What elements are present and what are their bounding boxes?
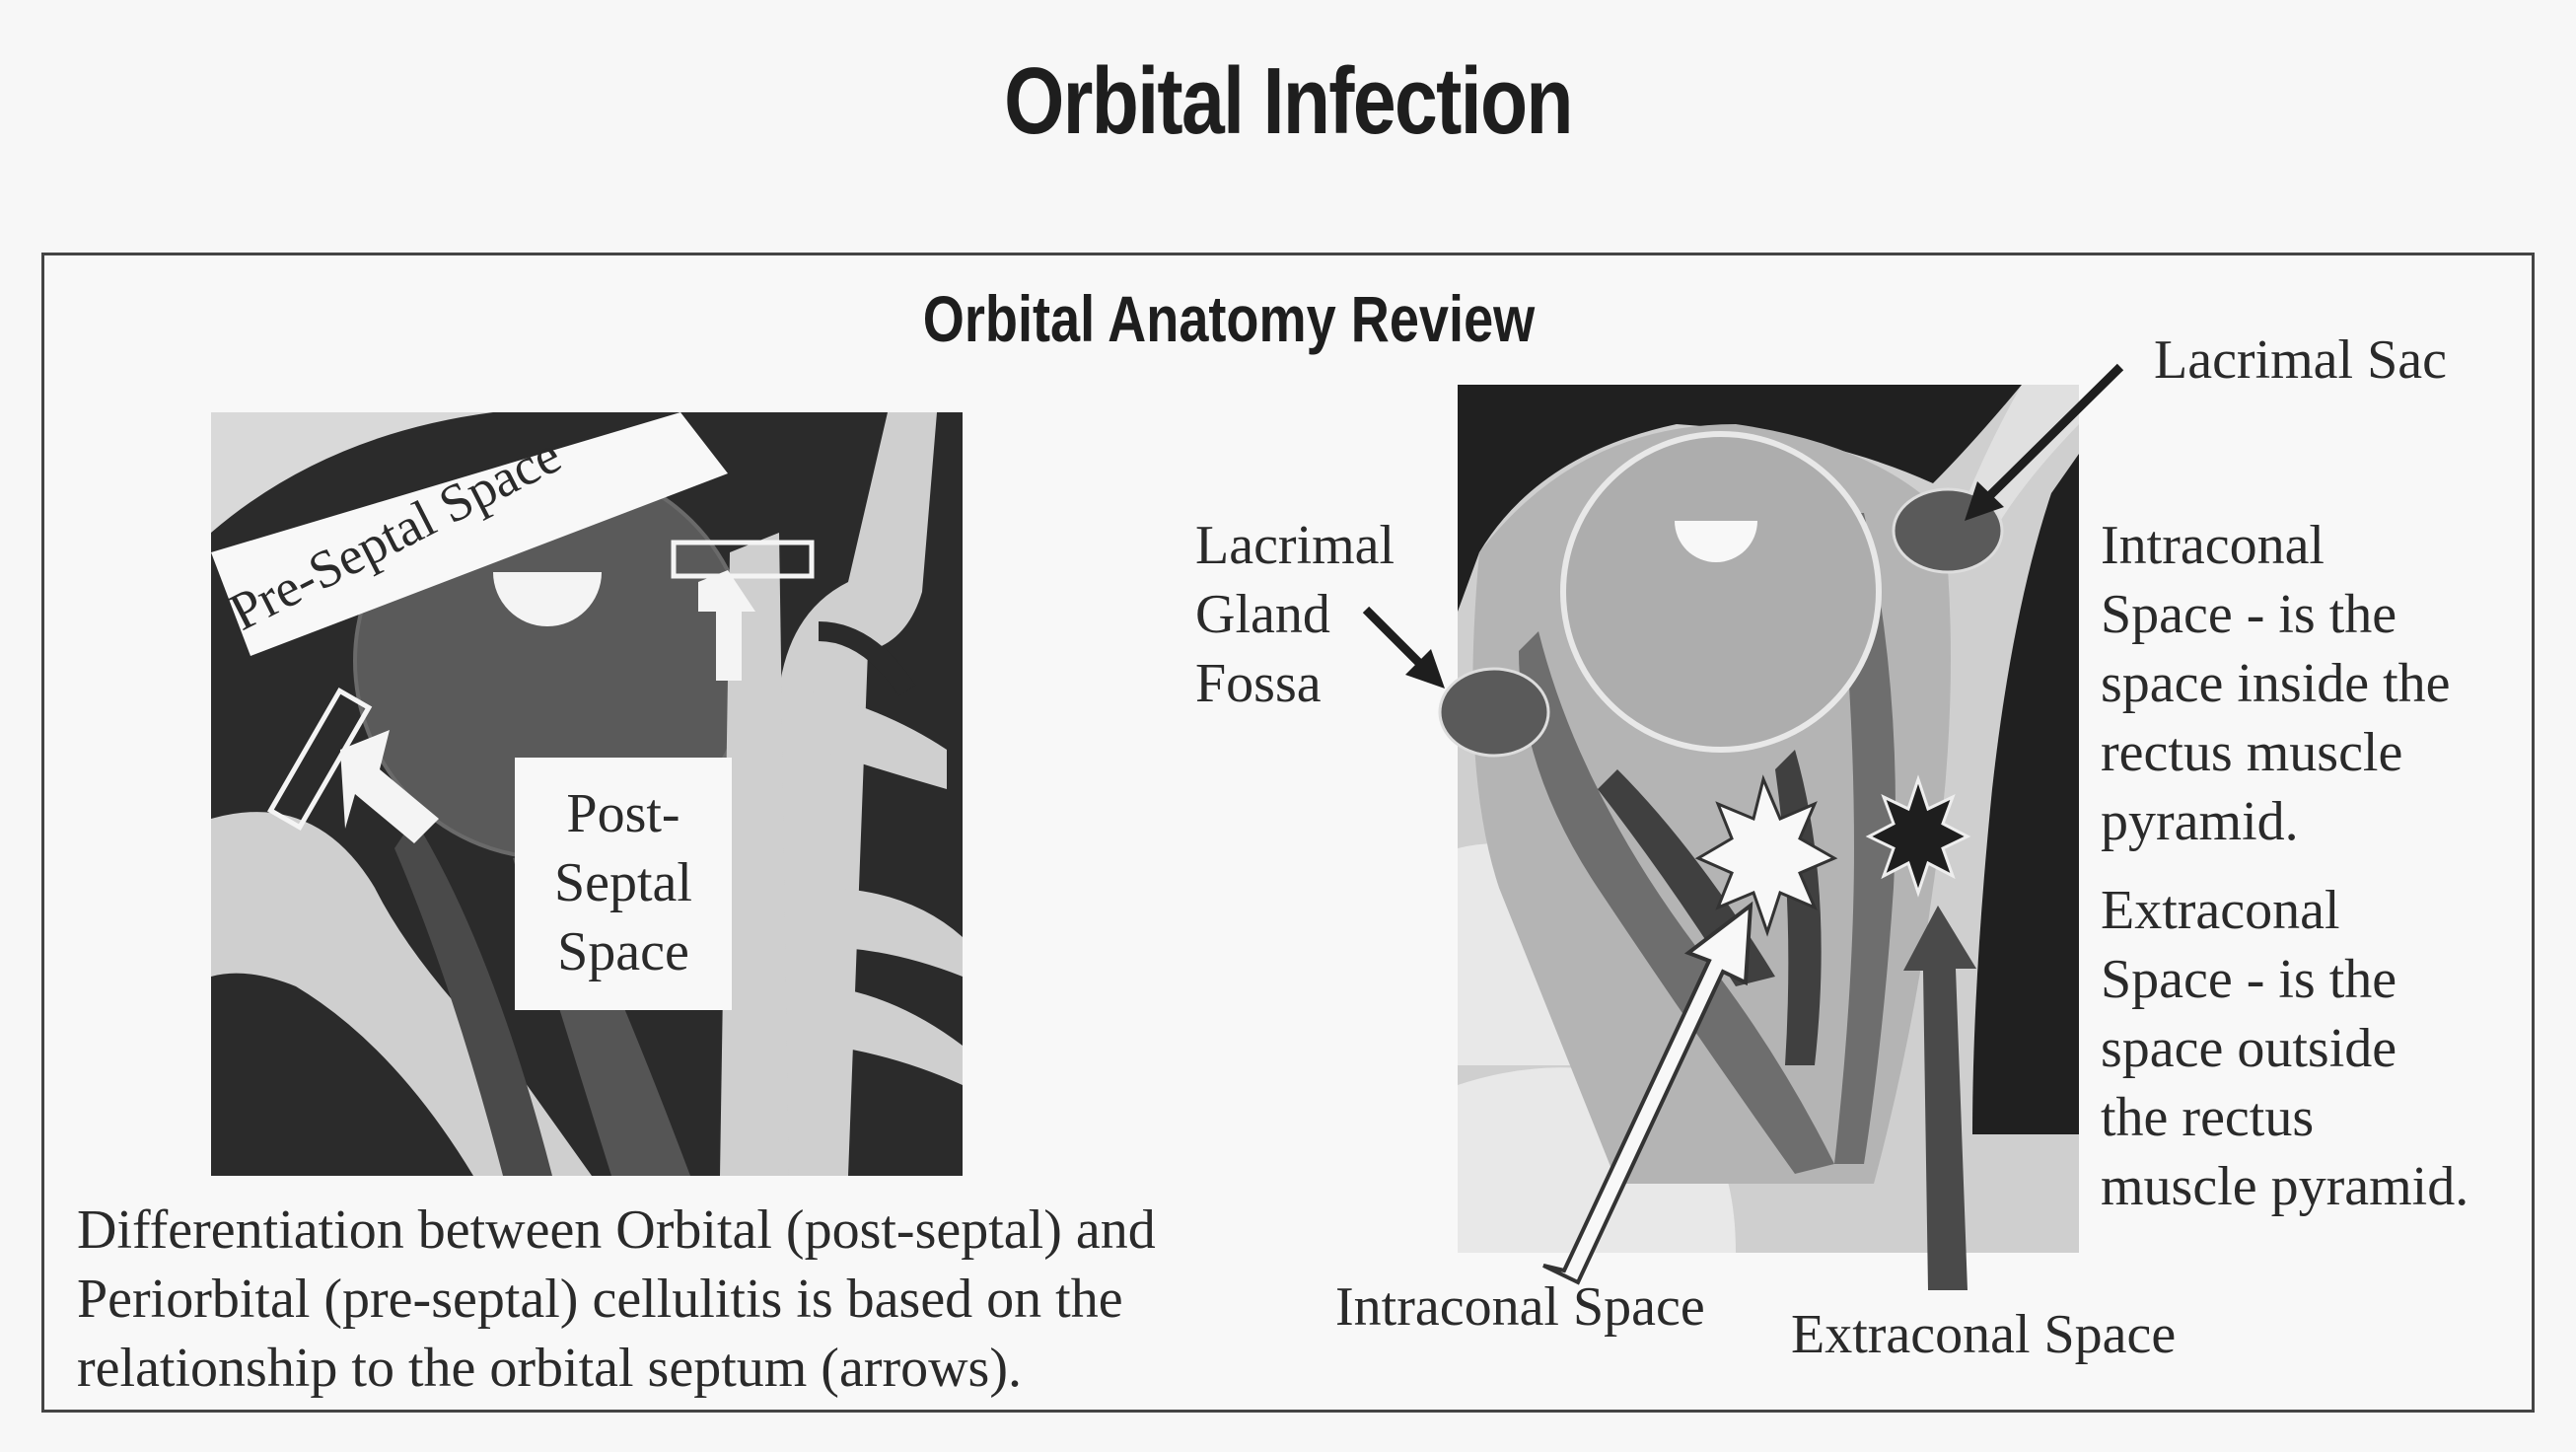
intraconal-note-line-4: rectus muscle xyxy=(2101,722,2403,783)
intraconal-note-line-1: Intraconal xyxy=(2101,515,2325,576)
gland-line-1: Lacrimal xyxy=(1195,515,1395,576)
caption-line-1: Differentiation between Orbital (post-se… xyxy=(77,1199,1156,1261)
lacrimal-gland xyxy=(1438,667,1550,758)
caption-line-2: Periorbital (pre-septal) cellulitis is b… xyxy=(77,1269,1123,1330)
extraconal-note-line-3: space outside xyxy=(2101,1018,2397,1079)
caption-line-3: relationship to the orbital septum (arro… xyxy=(77,1338,1022,1399)
post-septal-box xyxy=(515,758,732,1010)
page-title: Orbital Infection xyxy=(1004,48,1573,154)
intraconal-note-line-3: space inside the xyxy=(2101,653,2451,714)
right-orbit-diagram xyxy=(1458,385,2079,1253)
intraconal-note-line-5: pyramid. xyxy=(2101,791,2299,852)
extraconal-note-line-4: the rectus xyxy=(2101,1087,2315,1148)
extraconal-note-line-2: Space - is the xyxy=(2101,949,2397,1010)
intraconal-note: Intraconal Space - is the space inside t… xyxy=(2101,511,2451,856)
post-septal-line-2: Septal xyxy=(554,852,692,913)
extraconal-note-line-5: muscle pyramid. xyxy=(2101,1156,2469,1217)
lacrimal-sac-label: Lacrimal Sac xyxy=(2154,329,2447,391)
intraconal-arrow xyxy=(1542,901,1753,1285)
intraconal-arrow-label: Intraconal Space xyxy=(1335,1276,1705,1338)
pre-septal-banner xyxy=(211,412,728,656)
intraconal-note-line-2: Space - is the xyxy=(2101,584,2397,645)
left-orbit-diagram xyxy=(211,412,963,1176)
gland-line-3: Fossa xyxy=(1195,653,1322,714)
post-septal-label: Post- Septal Space xyxy=(521,779,726,986)
extraconal-note-line-1: Extraconal xyxy=(2101,880,2340,941)
lacrimal-gland-fossa-label: Lacrimal Gland Fossa xyxy=(1195,511,1395,718)
extraconal-arrow-label: Extraconal Space xyxy=(1791,1304,2177,1365)
post-septal-line-3: Space xyxy=(557,921,689,982)
panel-title: Orbital Anatomy Review xyxy=(922,282,1536,355)
post-septal-line-1: Post- xyxy=(566,783,680,844)
extraconal-arrow xyxy=(1903,906,1976,1290)
extraconal-note: Extraconal Space - is the space outside … xyxy=(2101,876,2469,1221)
gland-line-2: Gland xyxy=(1195,584,1330,645)
caption: Differentiation between Orbital (post-se… xyxy=(77,1196,1156,1403)
